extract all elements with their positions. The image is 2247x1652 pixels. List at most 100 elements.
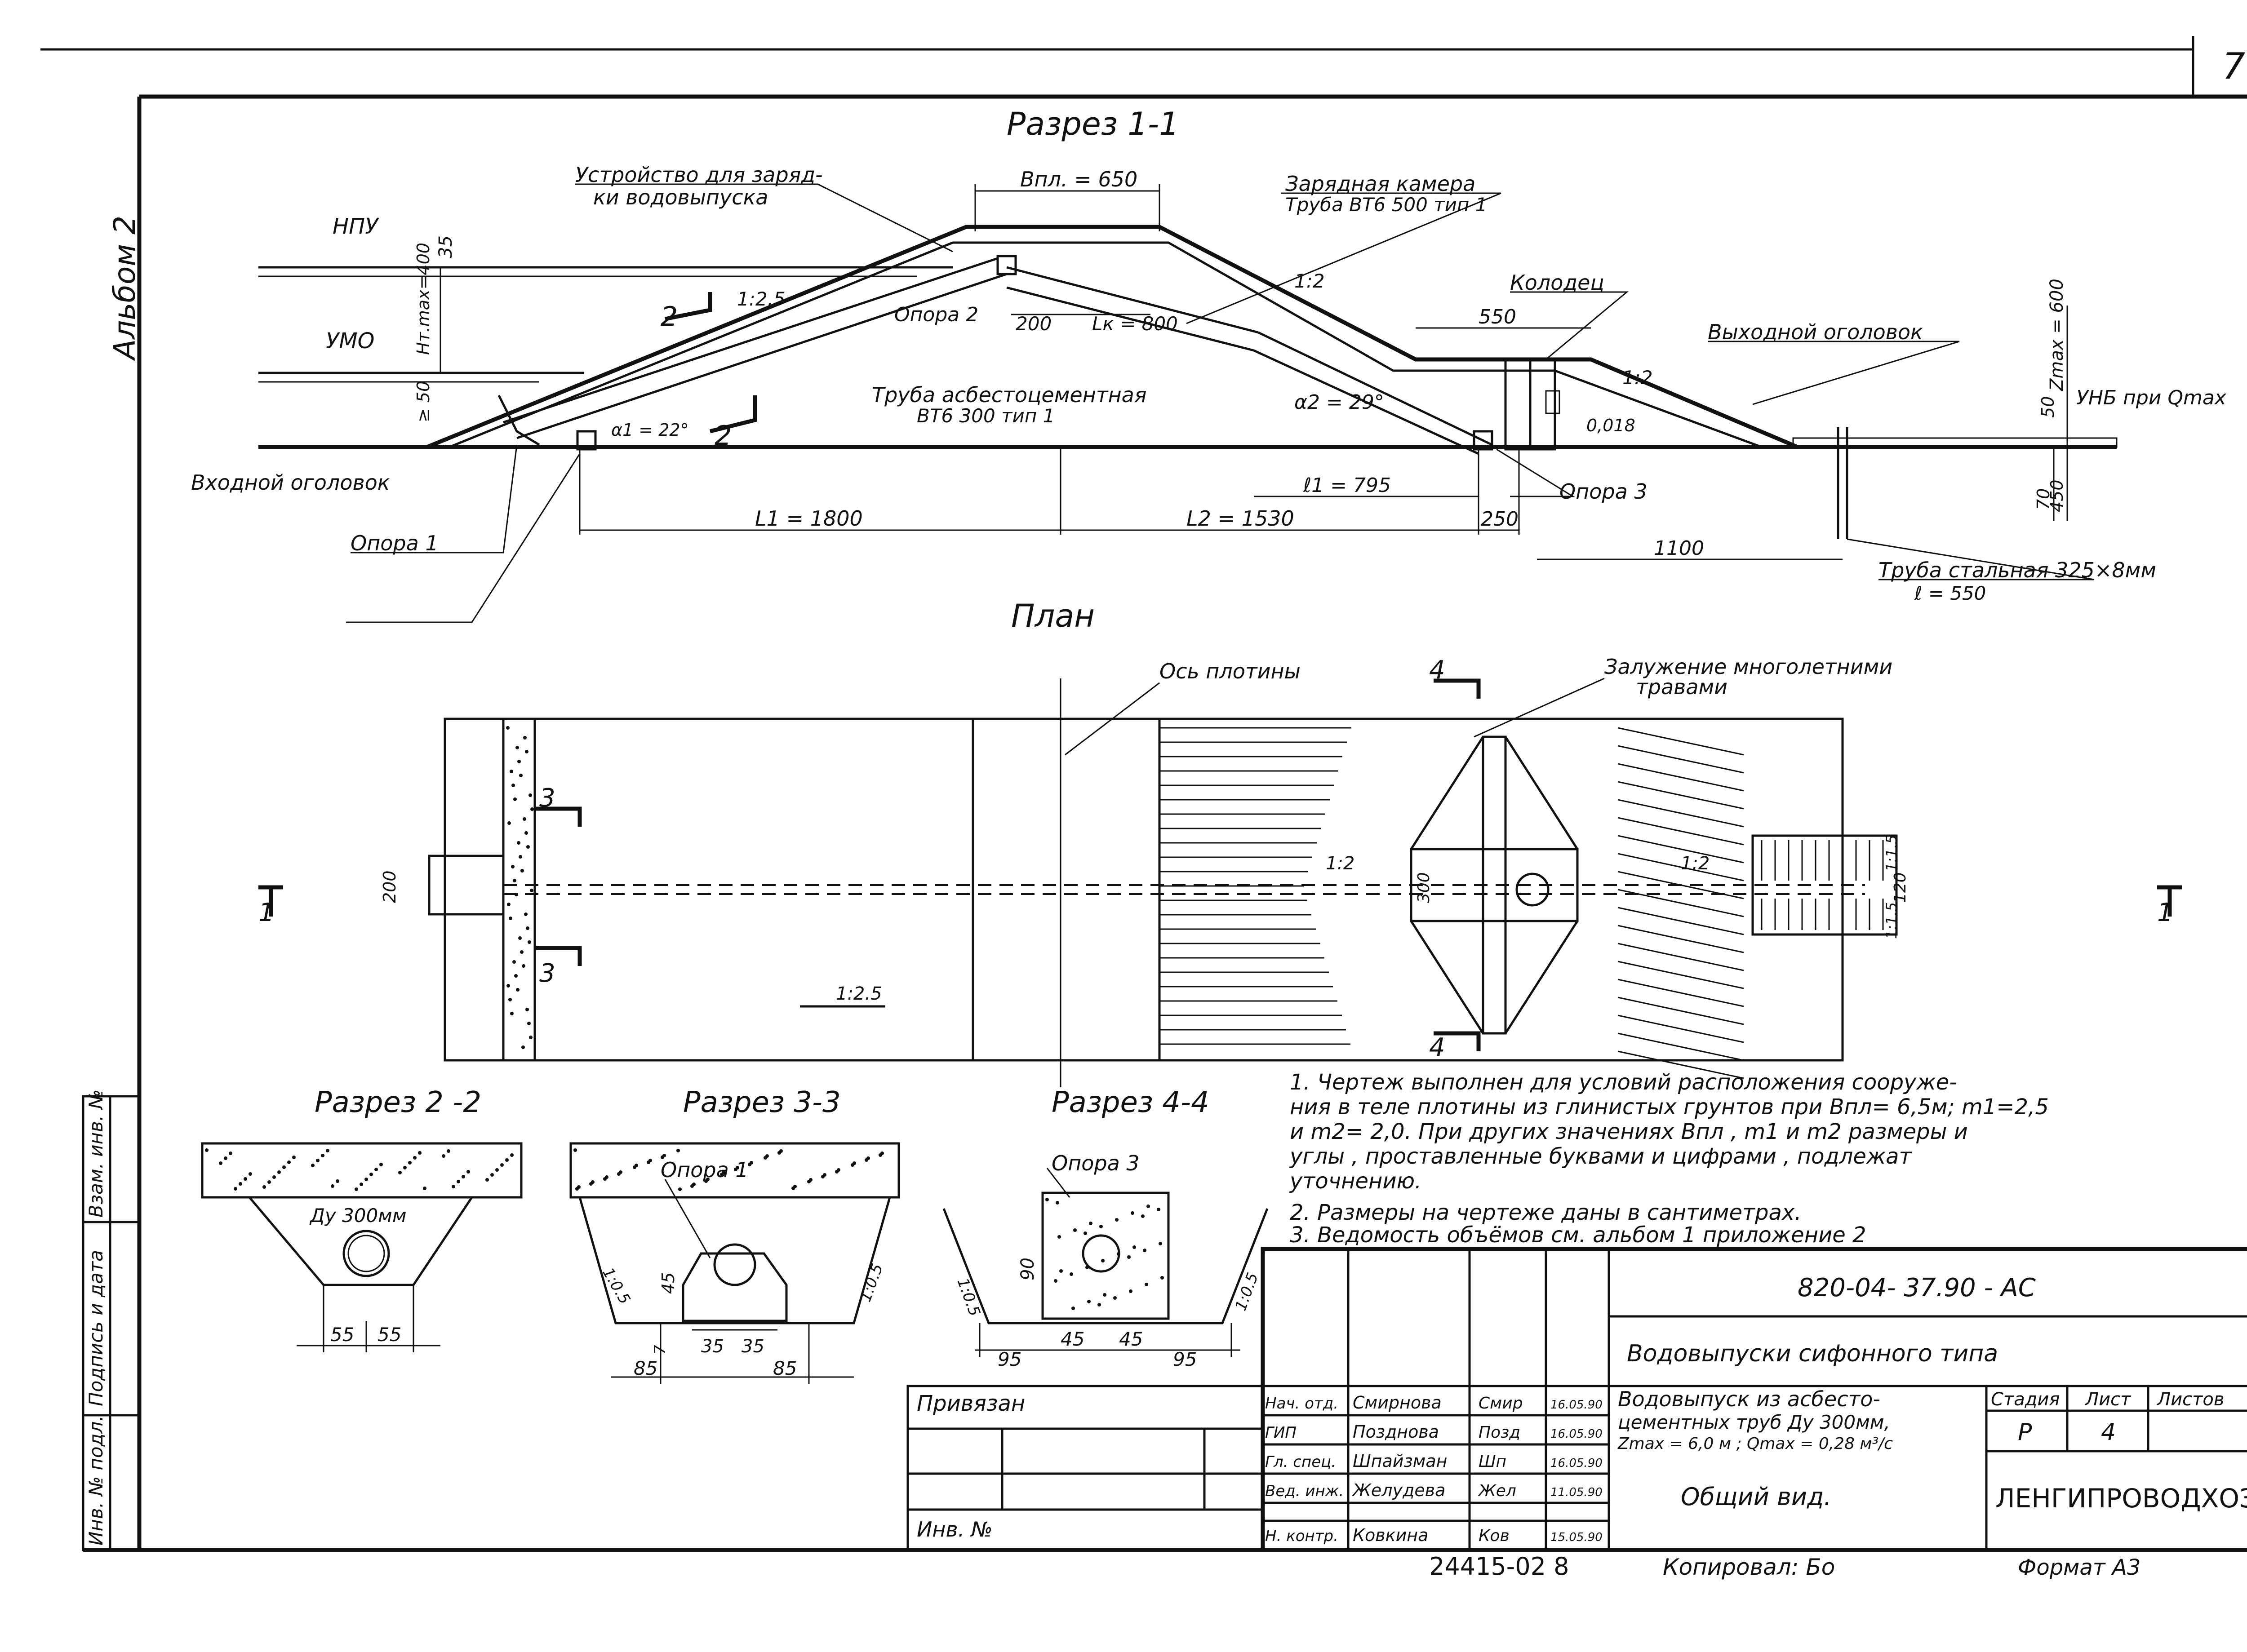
note-line: и m2= 2,0. При других значениях Bпл , m1… bbox=[1290, 1119, 1968, 1144]
concrete-dot bbox=[1146, 1205, 1150, 1208]
section-4-4-d45b: 45 bbox=[1119, 1328, 1143, 1350]
concrete-dot bbox=[408, 1161, 412, 1165]
concrete-dot bbox=[525, 750, 528, 753]
note-line: 3. Ведомость объёмов см. альбом 1 прилож… bbox=[1290, 1222, 1866, 1248]
label-d550: 550 bbox=[1479, 306, 1516, 328]
concrete-dot bbox=[507, 903, 511, 906]
concrete-dot bbox=[706, 1178, 710, 1181]
concrete-dot bbox=[511, 784, 515, 787]
concrete-dot bbox=[234, 1187, 237, 1191]
concrete-dot bbox=[513, 879, 516, 882]
privyazan-label: Привязан bbox=[917, 1391, 1025, 1416]
concrete-dot bbox=[722, 1171, 725, 1174]
concrete-dot bbox=[224, 1156, 227, 1160]
concrete-dot bbox=[336, 1179, 339, 1183]
concrete-dot bbox=[418, 1151, 422, 1155]
label-d250: 250 bbox=[1481, 508, 1519, 531]
person-date: 16.05.90 bbox=[1550, 1398, 1603, 1412]
stage-value: Р bbox=[2018, 1419, 2032, 1446]
concrete-dot bbox=[525, 1008, 529, 1011]
concrete-dot bbox=[1089, 1222, 1092, 1225]
concrete-dot bbox=[1059, 1269, 1063, 1273]
section-4-4-title: Разрез 4-4 bbox=[1052, 1086, 1209, 1119]
slope-hatch-line bbox=[1617, 763, 1744, 792]
concrete-dot bbox=[506, 984, 510, 988]
concrete-dot bbox=[457, 1180, 460, 1183]
stamp-orig-inv: Инв. № подл. bbox=[85, 1415, 107, 1546]
concrete-dot bbox=[779, 1149, 783, 1153]
doc-code: 820-04- 37.90 - АС bbox=[1798, 1273, 2036, 1302]
concrete-dot bbox=[526, 926, 529, 930]
label-well: Колодец bbox=[1510, 270, 1604, 295]
plan-cut4b: 4 bbox=[1429, 1033, 1445, 1062]
section-3-3-d85a: 85 bbox=[634, 1357, 657, 1379]
concrete-dot bbox=[1141, 1214, 1145, 1218]
concrete-dot bbox=[1159, 1242, 1162, 1245]
person-sign: Позд bbox=[1479, 1423, 1520, 1442]
label-slope-right: 1:2 bbox=[1294, 270, 1325, 292]
person-date: 15.05.90 bbox=[1550, 1531, 1603, 1544]
concrete-dot bbox=[462, 1175, 465, 1178]
slope-hatch-line bbox=[1617, 889, 1744, 917]
slope-hatch-line bbox=[1617, 853, 1744, 881]
concrete-dot bbox=[530, 889, 533, 892]
label-L2: L2 = 1530 bbox=[1186, 506, 1294, 531]
concrete-dot bbox=[1132, 1245, 1136, 1249]
slope-hatch-line bbox=[1617, 943, 1744, 971]
label-htmax: Hт.max=400 bbox=[413, 243, 433, 355]
sheet-header: Лист bbox=[2084, 1389, 2132, 1410]
label-cut2b: 2 bbox=[715, 420, 732, 452]
section-4-4-d95b: 95 bbox=[1173, 1348, 1197, 1370]
slope-hatch-line bbox=[1617, 979, 1744, 1007]
label-L1: L1 = 1800 bbox=[755, 506, 863, 531]
label-steel-pipe-1: Труба стальная 325×8мм bbox=[1878, 558, 2156, 582]
description-1: Водовыпуск из асбесто- bbox=[1618, 1387, 1880, 1411]
concrete-dot bbox=[442, 1154, 445, 1158]
concrete-dot bbox=[369, 1173, 373, 1176]
concrete-dot bbox=[880, 1152, 884, 1155]
section-4-4-d95a: 95 bbox=[998, 1348, 1021, 1370]
concrete-dot bbox=[519, 774, 523, 777]
label-cut2a: 2 bbox=[661, 301, 678, 332]
concrete-dot bbox=[635, 1164, 638, 1167]
label-h50b: 50 bbox=[2038, 396, 2058, 418]
label-support3: Опора 3 bbox=[1559, 479, 1648, 504]
concrete-dot bbox=[515, 893, 518, 896]
concrete-dot bbox=[1084, 1231, 1087, 1235]
concrete-dot bbox=[374, 1168, 378, 1171]
label-umo: УМО bbox=[326, 328, 374, 354]
concrete-dot bbox=[1057, 1235, 1061, 1239]
concrete-dot bbox=[452, 1185, 455, 1188]
concrete-dot bbox=[316, 1159, 320, 1162]
concrete-dot bbox=[524, 912, 528, 916]
person-sign: Смир bbox=[1479, 1394, 1523, 1413]
slope-hatch-line bbox=[1617, 1014, 1744, 1043]
label-support2: Опора 2 bbox=[894, 303, 978, 326]
concrete-dot bbox=[500, 1163, 504, 1167]
concrete-dot bbox=[331, 1184, 334, 1188]
label-bpl: Bпл. = 650 bbox=[1020, 167, 1137, 191]
concrete-dot bbox=[605, 1175, 608, 1179]
concrete-dot bbox=[692, 1183, 696, 1186]
concrete-dot bbox=[765, 1154, 769, 1158]
concrete-dot bbox=[853, 1161, 856, 1165]
concrete-dot bbox=[513, 797, 517, 801]
label-npu: НПУ bbox=[333, 214, 379, 239]
label-support1: Опора 1 bbox=[351, 531, 439, 555]
section-2-2-pipe: Ду 300мм bbox=[309, 1205, 407, 1227]
stamp-replaced-inv: Взам. инв. № bbox=[85, 1090, 107, 1218]
person-role: ГИП bbox=[1265, 1424, 1297, 1442]
concrete-dot bbox=[1131, 1211, 1134, 1215]
concrete-dot bbox=[1054, 1279, 1057, 1283]
slope-hatch-line bbox=[1617, 907, 1744, 935]
label-inlet-head: Входной оголовок bbox=[191, 470, 390, 495]
section-2-2-d55a: 55 bbox=[330, 1324, 354, 1346]
plan-w300: 300 bbox=[1415, 872, 1433, 903]
concrete-dot bbox=[1070, 1272, 1073, 1276]
concrete-dot bbox=[517, 841, 520, 845]
slope-hatch-line bbox=[1617, 727, 1744, 756]
section-3-3-drawing bbox=[569, 1142, 900, 1384]
concrete-dot bbox=[648, 1159, 652, 1162]
concrete-dot bbox=[520, 950, 524, 954]
